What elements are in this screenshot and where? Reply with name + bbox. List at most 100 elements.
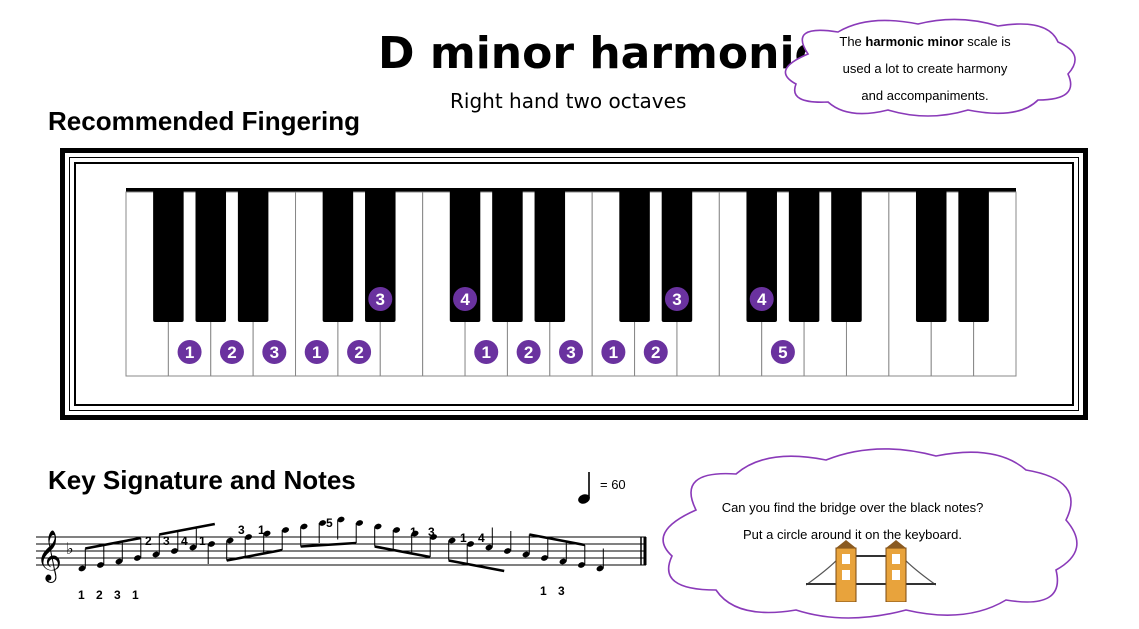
black-key	[534, 190, 566, 322]
staff-note	[529, 533, 586, 547]
white-key-finger-marker-label: 2	[524, 343, 533, 362]
staff-note	[448, 537, 456, 544]
staff-note	[466, 541, 475, 547]
staff-note	[355, 520, 364, 526]
staff-note	[411, 530, 419, 537]
keyboard-frame	[60, 148, 1088, 420]
staff-note	[392, 527, 401, 533]
staff-note	[300, 541, 357, 548]
staff-note	[485, 544, 493, 551]
black-key-finger-marker	[664, 287, 689, 311]
black-key-finger-marker	[749, 287, 774, 311]
staff-note	[503, 548, 512, 554]
staff-finger-number: 4	[181, 534, 188, 548]
staff-note	[115, 558, 123, 565]
black-key	[915, 190, 947, 322]
notes-heading: Key Signature and Notes	[48, 465, 356, 495]
staff-finger-number: 3	[558, 584, 565, 598]
black-key	[746, 190, 777, 322]
black-key-finger-marker	[368, 287, 393, 311]
black-key	[237, 190, 269, 322]
white-key-finger-marker	[262, 340, 287, 364]
staff-note	[78, 565, 86, 572]
staff-note	[133, 555, 142, 561]
staff-finger-number: 1	[540, 584, 547, 598]
staff-finger-number: 5	[326, 516, 333, 530]
black-key-finger-marker	[453, 287, 478, 311]
black-key	[788, 190, 820, 322]
staff-note	[244, 534, 253, 540]
staff-note	[429, 534, 438, 540]
staff-finger-number: 2	[96, 588, 103, 602]
staff-note	[374, 545, 431, 559]
black-key-finger-marker-label: 4	[757, 290, 767, 309]
staff-finger-number: 1	[78, 588, 85, 602]
staff-finger-number: 1	[132, 588, 139, 602]
tempo-marking: = 60	[600, 477, 626, 492]
white-key-finger-marker-label: 2	[354, 343, 363, 362]
white-key-finger-marker-label: 1	[482, 343, 491, 362]
black-key	[661, 190, 693, 322]
white-key-finger-marker	[474, 340, 499, 364]
black-key	[449, 190, 481, 322]
black-key	[619, 190, 650, 322]
white-key-finger-marker-label: 1	[609, 343, 618, 362]
quarter-note-icon	[578, 472, 590, 504]
black-key	[195, 190, 227, 322]
staff-note	[318, 520, 327, 526]
keyboard-top-bar	[126, 188, 1016, 193]
black-key	[831, 190, 862, 322]
staff-note	[448, 559, 505, 573]
staff-finger-number: 1	[460, 531, 467, 545]
page-subtitle: Right hand two octaves	[450, 89, 687, 113]
staff-finger-number: 2	[145, 534, 152, 548]
staff-note	[281, 527, 290, 533]
staff-finger-number: 3	[238, 523, 245, 537]
flat-key-signature-icon: ♭	[66, 539, 74, 558]
black-key	[958, 190, 989, 322]
staff-note	[559, 558, 567, 565]
tower-bridge-icon	[806, 540, 936, 602]
white-key-finger-marker	[770, 340, 795, 364]
info-cloud-top-text: The harmonic minor scale is used a lot t…	[839, 34, 1011, 103]
staff-note	[207, 541, 216, 547]
staff-finger-number: 1	[410, 525, 417, 539]
black-key-finger-marker-label: 3	[376, 290, 385, 309]
white-key-finger-marker	[347, 340, 372, 364]
staff-note	[540, 555, 549, 561]
white-key-finger-marker-label: 3	[270, 343, 279, 362]
staff-note	[152, 551, 160, 558]
white-key-finger-marker	[177, 340, 202, 364]
staff-finger-number: 1	[258, 523, 265, 537]
staff-note	[374, 523, 382, 530]
staff-note	[85, 536, 142, 550]
staff-note	[596, 565, 604, 572]
staff-note	[226, 548, 283, 562]
page-title: D minor harmonic	[378, 28, 821, 79]
white-key-finger-marker	[516, 340, 541, 364]
white-key-finger-marker-label: 1	[312, 343, 321, 362]
staff-note	[577, 562, 586, 568]
white-key-finger-marker	[219, 340, 244, 364]
black-key	[492, 190, 523, 322]
info-cloud-bottom-text: Can you find the bridge over the black n…	[721, 500, 984, 542]
staff-note	[159, 522, 216, 536]
staff-finger-number: 1	[199, 534, 206, 548]
info-cloud-bottom	[662, 448, 1078, 619]
white-key-finger-marker-label: 5	[778, 343, 787, 362]
staff-note	[263, 530, 271, 537]
staff-note	[522, 551, 530, 558]
staff-finger-number: 3	[163, 534, 170, 548]
white-key-finger-marker-label: 1	[185, 343, 194, 362]
music-staff: 𝄞 ♭	[36, 516, 647, 583]
white-key-finger-marker	[643, 340, 668, 364]
info-cloud-top	[784, 18, 1076, 117]
staff-note	[300, 523, 308, 530]
black-key-finger-marker-label: 3	[672, 290, 681, 309]
black-key-finger-marker-label: 4	[460, 290, 470, 309]
staff-note	[96, 562, 105, 568]
black-key	[153, 190, 184, 322]
black-key	[365, 190, 396, 322]
staff-note	[170, 548, 179, 554]
